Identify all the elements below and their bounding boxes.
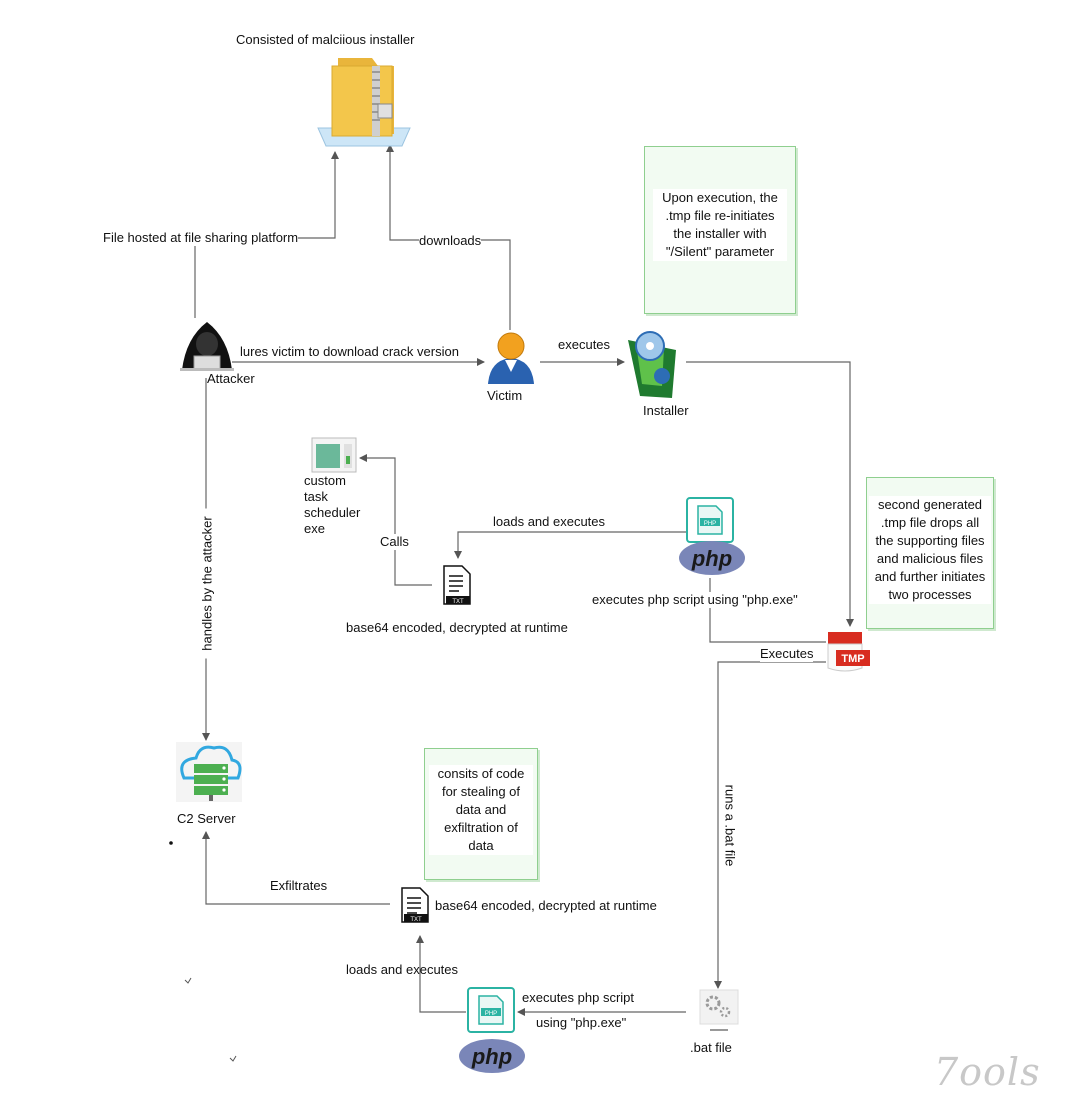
runs-bat-label: runs a .bat file xyxy=(722,775,738,876)
php-logo-bottom: php xyxy=(471,1044,512,1069)
arrow-txt-to-c2 xyxy=(202,831,390,905)
c2-label: C2 Server xyxy=(177,811,236,826)
custom-task-label: custom task scheduler exe xyxy=(304,473,361,536)
downloads-label: downloads xyxy=(419,233,482,249)
installer-icon xyxy=(628,331,676,398)
txt-file-icon-top: TXT xyxy=(443,565,471,605)
note-consists-code-text: consits of code for stealing of data and… xyxy=(429,765,533,855)
note-consists-code: consits of code for stealing of data and… xyxy=(424,748,538,880)
zip-folder-icon xyxy=(317,58,411,147)
stray-tick-1 xyxy=(184,977,192,984)
installer-label: Installer xyxy=(643,403,689,418)
php-logo-top: php xyxy=(691,546,732,571)
executes-label: executes xyxy=(558,337,611,352)
txt-badge-bottom: TXT xyxy=(410,917,422,923)
arrow-installer-to-tmp xyxy=(686,361,854,627)
php-icon-top: PHP php xyxy=(679,497,745,575)
hosted-label: File hosted at file sharing platform xyxy=(103,230,299,246)
php-script-bottom-label-1: executes php script xyxy=(522,990,635,1005)
calls-label: Calls xyxy=(380,534,409,550)
exfiltrates-label: Exfiltrates xyxy=(270,878,328,893)
tmp-badge: TMP xyxy=(841,653,864,665)
victim-label: Victim xyxy=(487,388,523,403)
task-scheduler-icon xyxy=(311,437,357,473)
arrow-php-to-txt-top xyxy=(454,531,686,559)
note-upon-execution-text: Upon execution, the .tmp file re-initiat… xyxy=(653,189,787,261)
arrow-tmp-to-bat xyxy=(714,661,826,989)
note-upon-execution: Upon execution, the .tmp file re-initiat… xyxy=(644,146,796,314)
base64-bottom-label: base64 encoded, decrypted at runtime xyxy=(435,898,657,913)
loads-executes-top-label: loads and executes xyxy=(493,514,606,529)
bat-file-icon xyxy=(699,989,739,1031)
attacker-label: Attacker xyxy=(207,371,255,386)
php-badge-bottom: PHP xyxy=(485,1011,497,1017)
base64-top-label: base64 encoded, decrypted at runtime xyxy=(346,620,568,635)
php-icon-bottom: PHP php xyxy=(459,987,525,1073)
loads-executes-bottom-label: loads and executes xyxy=(346,962,459,977)
php-script-top-label: executes php script using "php.exe" xyxy=(592,592,798,608)
stray-dot xyxy=(169,841,173,845)
txt-badge-top: TXT xyxy=(452,599,464,605)
victim-user-icon xyxy=(488,332,534,384)
tmp-file-icon: TMP xyxy=(827,632,870,672)
txt-file-icon-bottom: TXT xyxy=(401,887,429,923)
php-script-bottom-label-2: using "php.exe" xyxy=(536,1015,627,1030)
hacker-icon xyxy=(180,322,234,371)
arrow-tmp-to-php-top xyxy=(709,578,826,643)
handles-label: handles by the attacker xyxy=(199,508,215,659)
executes-tmp-label: Executes xyxy=(760,646,814,662)
c2-server-icon xyxy=(176,742,242,802)
arrow-php-to-txt-bottom xyxy=(416,935,466,1013)
php-badge-top: PHP xyxy=(704,521,716,527)
bat-file-label: .bat file xyxy=(690,1040,732,1055)
zip-title-label: Consisted of malciious installer xyxy=(236,32,415,47)
note-second-generated-text: second generated .tmp file drops all the… xyxy=(869,496,991,604)
note-second-generated: second generated .tmp file drops all the… xyxy=(866,477,994,629)
watermark-logo: 7ools xyxy=(934,1050,1041,1094)
lures-label: lures victim to download crack version xyxy=(240,344,459,360)
stray-tick-2 xyxy=(229,1055,237,1062)
arrow-txt-to-task xyxy=(359,454,432,586)
